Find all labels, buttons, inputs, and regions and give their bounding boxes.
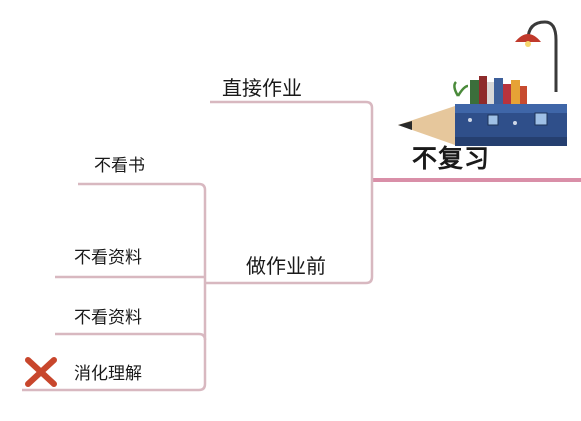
connector-root-to-before [205,180,374,285]
book [487,82,494,108]
book [520,86,527,108]
book [470,80,479,108]
book [494,78,503,108]
book [479,76,487,108]
branch-before-homework-label: 做作业前 [246,254,326,278]
lamp-shade [515,34,541,42]
connector-to-no-material-2 [55,332,207,341]
book [503,84,511,108]
leaf-no-material-2-label: 不看资料 [74,308,142,328]
leaf-no-book-label: 不看书 [94,156,145,176]
branch-direct-homework-label: 直接作业 [222,76,302,100]
connector-spine [22,182,207,392]
leaf-no-material-1-label: 不看资料 [74,248,142,268]
pencil-illustration [398,20,567,146]
book [511,80,520,108]
root-node-label: 不复习 [412,144,491,173]
leaf-digest-understand-label: 消化理解 [74,364,142,384]
x-mark-icon [25,357,57,387]
connector-root-to-direct [210,100,374,180]
pencil-tip [398,106,455,145]
lamp-pole [526,20,558,92]
